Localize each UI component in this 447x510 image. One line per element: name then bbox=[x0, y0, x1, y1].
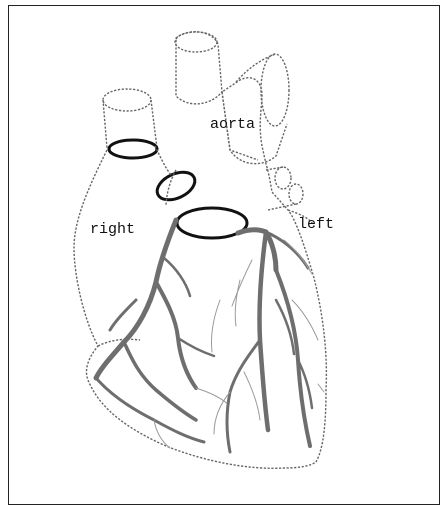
pulmonary-ring bbox=[153, 167, 199, 206]
right-coronary-artery bbox=[96, 220, 228, 448]
pulmonary-trunk bbox=[175, 32, 222, 104]
superior-vena-cava bbox=[103, 89, 157, 158]
left-label: left bbox=[298, 216, 334, 233]
aorta-vessel bbox=[222, 54, 289, 164]
left-coronary-artery bbox=[211, 230, 324, 452]
heart-body bbox=[74, 78, 326, 469]
svc-ring bbox=[109, 140, 157, 158]
aorta-label: aorta bbox=[210, 116, 255, 133]
right-label: right bbox=[90, 221, 135, 238]
